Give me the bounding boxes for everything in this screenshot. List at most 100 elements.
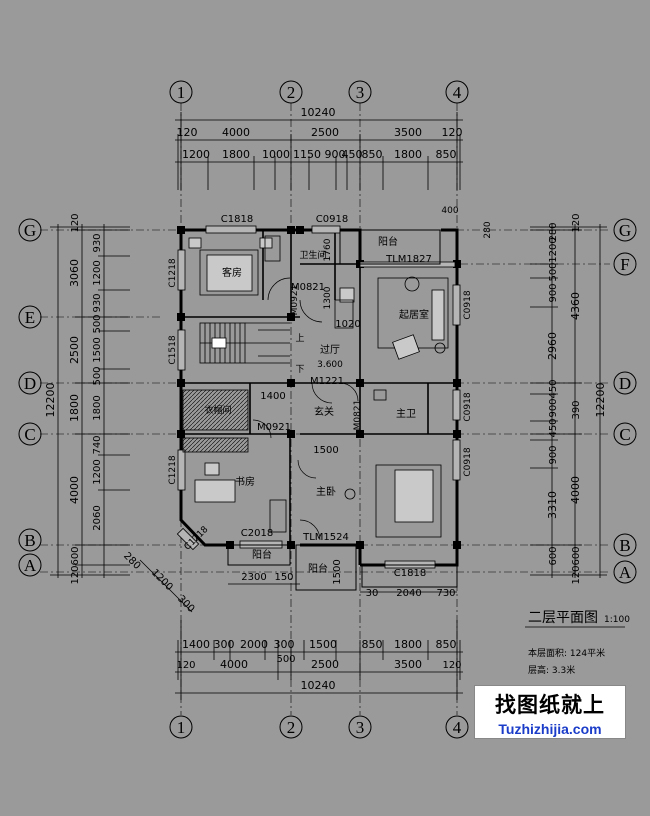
dim-bottom-row2-5: 120 <box>442 660 461 671</box>
dim-top-row3-1: 1800 <box>222 148 250 161</box>
dim-top-row2-0: 120 <box>177 126 198 139</box>
dim-top-total: 10240 <box>301 106 336 119</box>
dim-bottom-extra-730: 730 <box>436 588 455 599</box>
dim-left-col3-7: 740 <box>92 435 103 454</box>
room-cloakroom: 衣帽间 <box>204 404 231 416</box>
floor-level: 3.600 <box>317 360 343 370</box>
room-living: 起居室 <box>399 308 429 321</box>
axis-top-3: 3 <box>356 83 365 102</box>
balconies <box>227 229 458 591</box>
watermark-badge: 找图纸就上 Tuzhizhijia.com <box>474 685 626 739</box>
dim-left-col2-5: 600 <box>70 546 81 565</box>
label-M0921-lower: M0921 <box>257 422 291 433</box>
axis-right-A: A <box>619 563 632 582</box>
dim-top-row2-3: 3500 <box>394 126 422 139</box>
dim-right-col3-10: 600 <box>548 546 559 565</box>
axis-left-A: A <box>24 556 37 575</box>
furniture <box>182 235 449 538</box>
left-dimension-lines <box>50 224 130 578</box>
dim-left-col2-6: 120 <box>70 565 81 584</box>
label-C0918-right-low: C0918 <box>463 447 473 476</box>
axis-top-2: 2 <box>287 83 296 102</box>
dim-bottom-row2-2: 500 <box>276 654 295 665</box>
label-TLM1524: TLM1524 <box>302 532 349 543</box>
label-1300: 1300 <box>323 286 333 309</box>
label-C1818-top: C1818 <box>221 214 253 225</box>
dim-top-row3-0: 1200 <box>182 148 210 161</box>
dim-left-col2-0: 120 <box>70 213 81 232</box>
dim-bottom-extra-2040: 2040 <box>396 588 421 599</box>
dim-top-row3-2: 1000 <box>262 148 290 161</box>
axis-right-D: D <box>619 374 631 393</box>
axis-left-C: C <box>24 425 35 444</box>
dim-slant-300: 300 <box>175 594 196 615</box>
room-foyer: 玄关 <box>314 405 334 418</box>
stair-up: 上 <box>295 333 304 344</box>
dim-bottom-total: 10240 <box>301 679 336 692</box>
dim-right-col3-9: 3310 <box>546 491 559 519</box>
dim-right-col3-3: 900 <box>548 283 559 302</box>
label-1760: 1760 <box>323 238 333 261</box>
dim-top-row2-1: 4000 <box>222 126 250 139</box>
dim-right-col3-7: 450 <box>548 418 559 437</box>
dim-right-col2-1: 4360 <box>569 292 582 320</box>
axis-right-G: G <box>619 221 631 240</box>
top-dimension-lines <box>175 112 463 190</box>
label-TLM1827: TLM1827 <box>385 254 432 265</box>
label-M0821-lower: M0821 <box>353 400 363 431</box>
axis-bottom-1: 1 <box>177 718 186 737</box>
axis-bottom-4: 4 <box>453 718 462 737</box>
dim-right-col3-8: 900 <box>548 445 559 464</box>
room-study: 书房 <box>235 475 255 488</box>
dim-top-extra-400: 400 <box>441 206 458 216</box>
dim-right-col2-3: 4000 <box>569 476 582 504</box>
dim-top-row3-8: 850 <box>436 148 457 161</box>
room-master-bath: 主卫 <box>396 408 416 420</box>
dim-right-col2-0: 120 <box>571 213 582 232</box>
axis-left-B: B <box>24 531 35 550</box>
dim-bottom-row1-6: 1800 <box>394 638 422 651</box>
label-C1218-left: C1218 <box>168 258 178 287</box>
dim-bottom-row2-3: 2500 <box>311 658 339 671</box>
stair-down: 下 <box>295 365 304 375</box>
axis-top-1: 1 <box>177 83 186 102</box>
dim-bottom-extra-150: 150 <box>274 572 293 583</box>
dim-left-col3-4: 1500 <box>92 337 103 362</box>
label-C1818-bottom: C1818 <box>394 568 426 579</box>
label-M0821: M0821 <box>291 282 325 293</box>
dim-top-row3-5: 450 <box>342 148 363 161</box>
axis-right-B: B <box>619 536 630 555</box>
dim-bottom-row1-7: 850 <box>436 638 457 651</box>
label-C1218-study: C1218 <box>168 455 178 484</box>
dim-left-col3-5: 500 <box>92 366 103 385</box>
dim-top-row3-3: 1150 <box>293 148 321 161</box>
label-C0918-top: C0918 <box>316 214 348 225</box>
watermark-text: 找图纸就上 <box>495 693 605 717</box>
room-hall: 过厅 <box>320 343 340 356</box>
dim-right-col3-4: 2960 <box>546 332 559 360</box>
dim-right-col2-4: 600 <box>571 546 582 565</box>
label-C0918-right-mid: C0918 <box>463 392 473 421</box>
label-M1221: M1221 <box>310 376 344 387</box>
axis-right-F: F <box>620 255 629 274</box>
axis-bottom-3: 3 <box>356 718 365 737</box>
dim-bottom-row1-4: 1500 <box>309 638 337 651</box>
dim-left-col3-0: 930 <box>92 233 103 252</box>
dim-left-col3-2: 930 <box>92 293 103 312</box>
label-M0921-upper: M0921 <box>290 285 300 316</box>
room-bathroom: 卫生间 <box>299 249 326 261</box>
dim-right-col3-2: 500 <box>548 262 559 281</box>
axis-bottom-2: 2 <box>287 718 296 737</box>
drawing-scale: 1:100 <box>604 615 630 625</box>
room-guest-bedroom: 客房 <box>222 266 242 279</box>
dim-top-row3-4: 900 <box>325 148 346 161</box>
drawing-title: 二层平面图 <box>528 610 598 626</box>
label-1020: 1020 <box>335 319 360 330</box>
label-1400: 1400 <box>260 391 285 402</box>
dim-bottom-row1-5: 850 <box>362 638 383 651</box>
axis-left-E: E <box>25 308 35 327</box>
dim-bottom-row2-1: 4000 <box>220 658 248 671</box>
staircase <box>199 322 290 364</box>
bottom-dimension-lines <box>175 583 463 700</box>
